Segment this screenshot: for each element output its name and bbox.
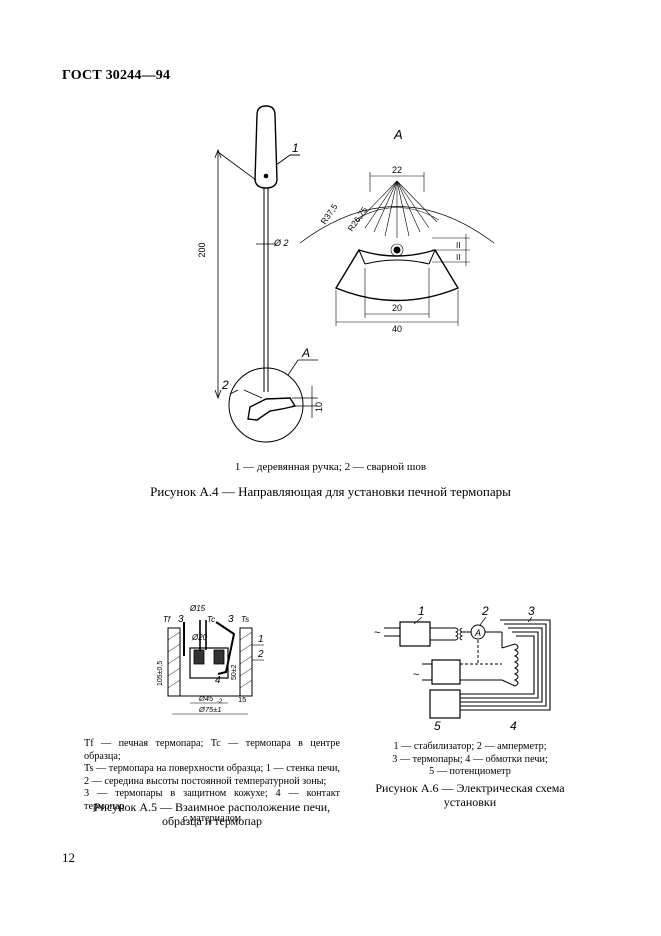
dim-r37: R37,5 bbox=[318, 202, 339, 227]
a5-h105: 105±0,5 bbox=[157, 661, 164, 686]
a6-label-2: 2 bbox=[481, 604, 489, 618]
a5-legend-line-2: Ts — термопара на поверхности образца; 1… bbox=[84, 763, 340, 774]
a6-ac-2: ~ bbox=[413, 669, 419, 681]
a6-caption-line-2: установки bbox=[443, 795, 497, 809]
view-a-label: А bbox=[393, 127, 403, 142]
a6-caption-line-1: Рисунок А.6 — Электрическая схема bbox=[375, 781, 565, 795]
a5-caption-line-1: Рисунок А.5 — Взаимное расположение печи… bbox=[93, 800, 331, 814]
figure-a4-drawing: 1 200 Ø 2 2 А 10 А 22 R3 bbox=[197, 105, 495, 443]
page-number: 12 bbox=[62, 850, 75, 865]
a5-label-3b: 3 bbox=[228, 614, 234, 625]
a6-label-5: 5 bbox=[434, 719, 441, 733]
a6-ac-1: ~ bbox=[374, 627, 380, 639]
a5-ts: Ts bbox=[241, 615, 249, 624]
a5-caption-line-2: образца и термопар bbox=[161, 814, 263, 828]
a5-w15: 15 bbox=[238, 695, 246, 704]
figure-a6-drawing: ~ ~ А 1 2 3 4 5 bbox=[374, 604, 551, 733]
figure-a5-caption: Рисунок А.5 — Взаимное расположение печи… bbox=[84, 800, 340, 828]
figure-a6-legend: 1 — стабилизатор; 2 — амперметр; 3 — тер… bbox=[370, 741, 570, 779]
a5-legend-line-3: 2 — середина высоты постоянной температу… bbox=[84, 775, 327, 787]
a6-label-3: 3 bbox=[528, 604, 535, 618]
a6-legend-line-2: 3 — термопары; 4 — обмотки печи; bbox=[392, 753, 548, 765]
figure-a5-drawing: Ø15 Ø20 Tf Tc Ts 3 3 1 2 4 105±0,5 50±2 … bbox=[157, 604, 264, 715]
callout-1: 1 bbox=[292, 141, 299, 155]
a5-tc: Tc bbox=[207, 615, 215, 624]
sector-outline bbox=[334, 249, 460, 302]
dim-40: 40 bbox=[392, 324, 402, 334]
a5-legend-line-5: с материалом bbox=[182, 813, 242, 824]
dim-ii-1: II bbox=[456, 241, 460, 250]
a5-d75: Ø75±1 bbox=[198, 705, 221, 714]
a5-d45-tol: -2 bbox=[217, 699, 223, 705]
figure-a4-legend: 1 — деревянная ручка; 2 — сварной шов bbox=[234, 461, 427, 473]
a5-label-1: 1 bbox=[258, 634, 264, 645]
a5-legend-line-1: Tf — печная термопара; Tc — термопара в … bbox=[84, 738, 340, 762]
a6-legend-line-1: 1 — стабилизатор; 2 — амперметр; bbox=[393, 741, 547, 752]
dim-200: 200 bbox=[197, 242, 207, 257]
a5-h50: 50±2 bbox=[231, 664, 238, 680]
a6-legend-line-3: 5 — потенциометр bbox=[429, 766, 511, 777]
a6-label-4: 4 bbox=[510, 719, 517, 733]
a5-label-3a: 3 bbox=[178, 614, 184, 625]
figure-a4-caption: Рисунок А.4 — Направляющая для установки… bbox=[150, 484, 511, 499]
a5-d20: Ø20 bbox=[191, 633, 208, 642]
a5-d15: Ø15 bbox=[189, 604, 206, 613]
a5-legend-line-4: 3 — термопары в защитном кожухе; 4 — кон… bbox=[84, 788, 340, 812]
callout-2: 2 bbox=[221, 378, 229, 392]
figure-a6-caption: Рисунок А.6 — Электрическая схема устано… bbox=[370, 781, 570, 809]
a6-ammeter: А bbox=[474, 628, 481, 638]
a5-d45: Ø45 bbox=[198, 694, 214, 703]
dim-20: 20 bbox=[392, 303, 402, 313]
figure-a5-legend: Tf — печная термопара; Tc — термопара в … bbox=[84, 738, 340, 826]
callout-a: А bbox=[301, 346, 310, 360]
a5-label-4: 4 bbox=[215, 675, 221, 686]
dim-ii-2: II bbox=[456, 253, 460, 262]
document-header: ГОСТ 30244—94 bbox=[62, 68, 171, 83]
dim-10: 10 bbox=[314, 402, 324, 412]
dim-diameter: Ø 2 bbox=[273, 238, 289, 248]
dim-r26: R26,75 bbox=[345, 205, 369, 233]
a5-label-2: 2 bbox=[257, 649, 264, 660]
dim-22: 22 bbox=[392, 165, 402, 175]
wooden-handle bbox=[254, 105, 278, 189]
a5-tf: Tf bbox=[163, 615, 171, 624]
a6-label-1: 1 bbox=[418, 604, 425, 618]
